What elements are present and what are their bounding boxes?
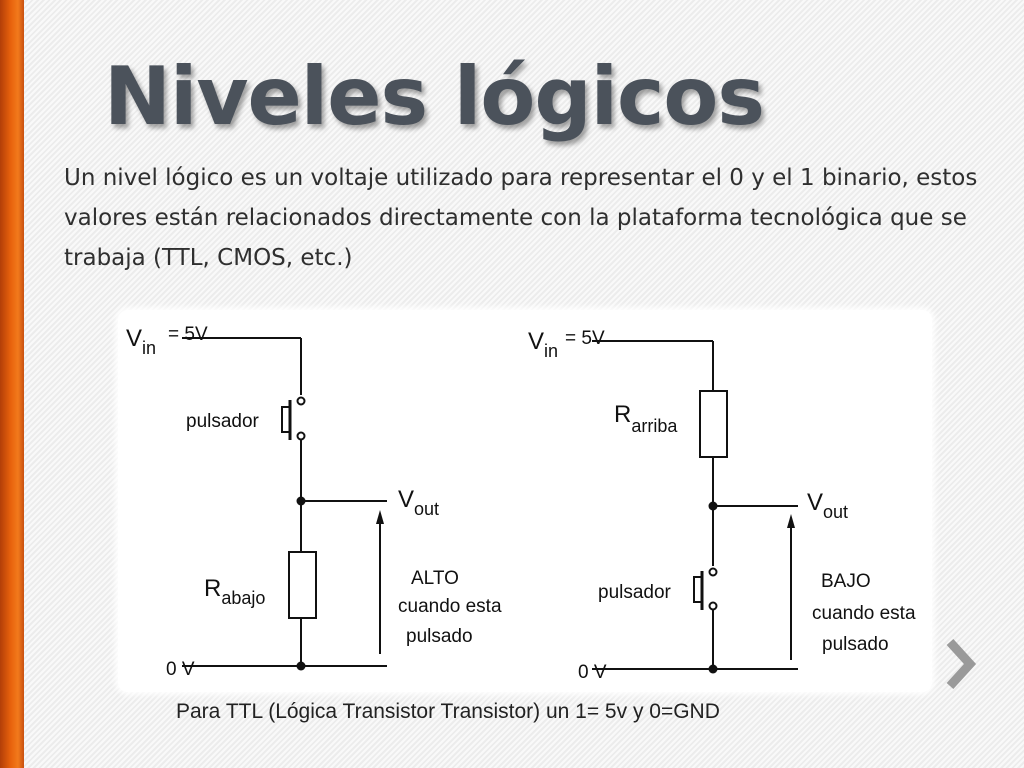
left-switch-label: pulsador: [186, 411, 260, 432]
right-arrowhead: [787, 514, 795, 528]
left-vout-label: Vout: [398, 486, 439, 519]
right-switch-actuator: [693, 576, 702, 603]
accent-side-bar: [0, 0, 24, 768]
left-state-line1: ALTO: [411, 568, 459, 589]
left-state-line3: pulsado: [406, 626, 473, 647]
right-vin-label: Vin: [528, 328, 558, 361]
right-state-line2: cuando esta: [812, 603, 916, 624]
right-switch-label: pulsador: [598, 582, 672, 603]
circuit-diagram-svg: Vin = 5V pulsador Vout Rabajo ALTO cuand…: [126, 324, 916, 683]
left-arrowhead: [376, 510, 384, 524]
left-state-line2: cuando esta: [398, 596, 502, 617]
right-vin-value: = 5V: [565, 328, 605, 349]
left-ground-junction: [296, 661, 306, 671]
left-resistor: [288, 551, 317, 619]
left-vin-value: = 5V: [168, 324, 208, 345]
left-vin-label: Vin: [126, 325, 156, 358]
right-state-line3: pulsado: [822, 634, 889, 655]
left-switch-actuator: [281, 406, 290, 433]
left-switch-contact-top: [296, 396, 306, 406]
circuit-diagram: Vin = 5V pulsador Vout Rabajo ALTO cuand…: [118, 310, 932, 692]
left-ground-label: 0 V: [166, 659, 195, 680]
slide-title: Niveles lógicos: [104, 50, 765, 143]
left-vout-junction: [296, 496, 306, 506]
right-ground-label: 0 V: [578, 662, 607, 683]
right-resistor-label: Rarriba: [614, 401, 678, 436]
right-switch-contact-bottom: [708, 601, 718, 611]
right-state-line1: BAJO: [821, 571, 871, 592]
right-ground-junction: [708, 664, 718, 674]
right-vout-label: Vout: [807, 489, 848, 522]
left-resistor-label: Rabajo: [204, 575, 265, 608]
chevron-right-icon: [946, 638, 977, 690]
diagram-caption: Para TTL (Lógica Transistor Transistor) …: [176, 700, 720, 723]
right-vout-junction: [708, 501, 718, 511]
slide-body-text: Un nivel lógico es un voltaje utilizado …: [64, 165, 978, 271]
right-switch-contact-top: [708, 567, 718, 577]
left-switch-contact-bottom: [296, 431, 306, 441]
next-slide-button[interactable]: [940, 636, 980, 692]
right-resistor: [699, 390, 728, 458]
